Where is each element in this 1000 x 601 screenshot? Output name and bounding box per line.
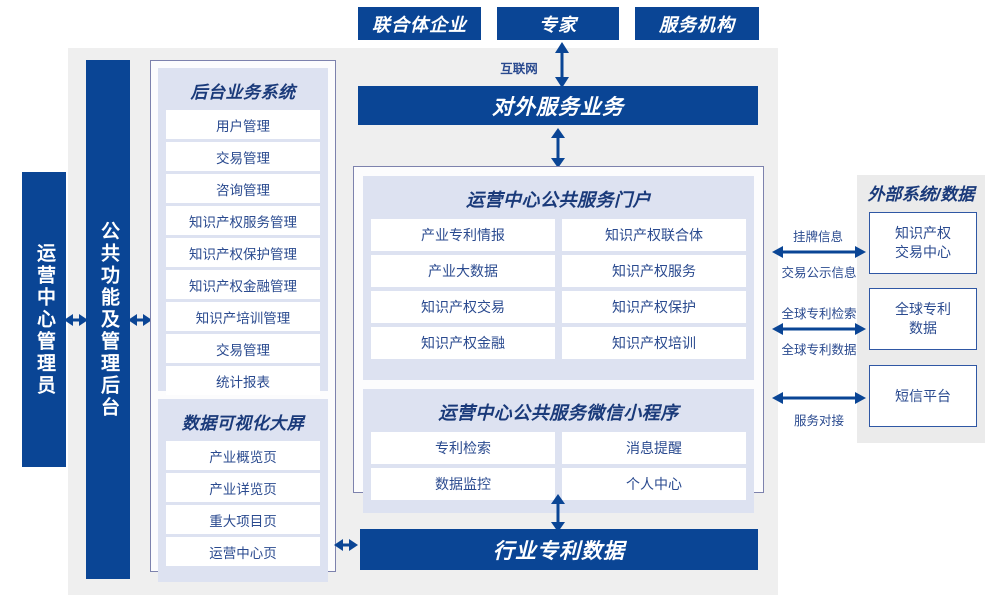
left-bar-label: 公共功能及管理后台 bbox=[97, 220, 119, 419]
backend-item[interactable]: 交易管理 bbox=[166, 334, 320, 363]
dashboard-item[interactable]: 产业概览页 bbox=[166, 441, 320, 470]
backend-item[interactable]: 用户管理 bbox=[166, 110, 320, 139]
portal-item[interactable]: 知识产权联合体 bbox=[562, 219, 746, 251]
backend-systems-container: 后台业务系统 用户管理 交易管理 咨询管理 知识产权服务管理 知识产权保护管理 … bbox=[150, 60, 336, 582]
external-box-label: 全球专利数据 bbox=[895, 301, 951, 336]
wechat-miniprogram-panel: 运营中心公共服务微信小程序 专利检索 消息提醒 数据监控 个人中心 bbox=[363, 389, 754, 513]
portal-item[interactable]: 知识产权金融 bbox=[371, 327, 555, 359]
miniprogram-item-grid: 专利检索 消息提醒 数据监控 个人中心 bbox=[371, 432, 746, 500]
backend-item[interactable]: 交易管理 bbox=[166, 142, 320, 171]
portal-item[interactable]: 知识产权培训 bbox=[562, 327, 746, 359]
external-box-label: 知识产权交易中心 bbox=[895, 225, 951, 260]
miniprogram-item[interactable]: 消息提醒 bbox=[562, 432, 746, 464]
external-box-label: 短信平台 bbox=[895, 387, 951, 404]
miniprogram-item[interactable]: 数据监控 bbox=[371, 468, 555, 500]
connector-label-listing-info: 挂牌信息 bbox=[792, 230, 843, 244]
portal-item[interactable]: 产业专利情报 bbox=[371, 219, 555, 251]
connector-label-global-patent-data: 全球专利数据 bbox=[781, 343, 857, 357]
backend-item[interactable]: 统计报表 bbox=[166, 366, 320, 395]
miniprogram-item[interactable]: 专利检索 bbox=[371, 432, 555, 464]
backend-item[interactable]: 知识产权服务管理 bbox=[166, 206, 320, 235]
industry-patent-data-bar[interactable]: 行业专利数据 bbox=[360, 529, 758, 570]
portal-item[interactable]: 知识产权交易 bbox=[371, 291, 555, 323]
service-to-portal-arrow bbox=[547, 128, 569, 168]
miniprogram-item[interactable]: 个人中心 bbox=[562, 468, 746, 500]
external-box-global-patent-data[interactable]: 全球专利数据 bbox=[869, 288, 977, 350]
backend-panel-title: 后台业务系统 bbox=[190, 83, 296, 102]
backend-item[interactable]: 知识产权金融管理 bbox=[166, 270, 320, 299]
portal-item[interactable]: 产业大数据 bbox=[371, 255, 555, 287]
internet-arrow bbox=[551, 42, 573, 88]
portal-item-grid: 产业专利情报 知识产权联合体 产业大数据 知识产权服务 知识产权交易 知识产权保… bbox=[371, 219, 746, 359]
industry-patent-data-label: 行业专利数据 bbox=[493, 539, 625, 563]
backend-business-panel: 后台业务系统 用户管理 交易管理 咨询管理 知识产权服务管理 知识产权保护管理 … bbox=[158, 68, 328, 395]
public-service-portal-panel: 运营中心公共服务门户 产业专利情报 知识产权联合体 产业大数据 知识产权服务 知… bbox=[363, 176, 754, 380]
dashboard-item[interactable]: 重大项目页 bbox=[166, 505, 320, 534]
left-bar-common-functions[interactable]: 公共功能及管理后台 bbox=[86, 60, 130, 579]
dashboard-item[interactable]: 产业详览页 bbox=[166, 473, 320, 502]
top-actor-label: 专家 bbox=[539, 14, 577, 35]
external-service-label: 对外服务业务 bbox=[492, 95, 624, 119]
portal-to-data-arrow bbox=[547, 494, 569, 532]
internet-label: 互联网 bbox=[500, 62, 538, 76]
backend-item[interactable]: 知识产培训管理 bbox=[166, 302, 320, 331]
connector-label-global-patent-search: 全球专利检索 bbox=[781, 307, 857, 321]
external-connector-arrow-1 bbox=[772, 243, 866, 261]
backend-link-arrow bbox=[128, 310, 152, 330]
dashboard-item[interactable]: 运营中心页 bbox=[166, 537, 320, 566]
top-actor-label: 服务机构 bbox=[659, 14, 735, 35]
data-visualization-panel: 数据可视化大屏 产业概览页 产业详览页 重大项目页 运营中心页 bbox=[158, 399, 328, 582]
top-actor-box-1[interactable]: 专家 bbox=[497, 7, 619, 40]
backend-item[interactable]: 知识产权保护管理 bbox=[166, 238, 320, 267]
external-box-ip-exchange[interactable]: 知识产权交易中心 bbox=[869, 212, 977, 274]
left-bar-label: 运营中心管理员 bbox=[33, 242, 55, 397]
external-box-sms-platform[interactable]: 短信平台 bbox=[869, 365, 977, 427]
external-systems-title: 外部系统/数据 bbox=[867, 185, 975, 204]
dashboard-to-data-arrow bbox=[334, 535, 358, 555]
top-actor-label: 联合体企业 bbox=[372, 14, 467, 35]
external-service-bar[interactable]: 对外服务业务 bbox=[358, 86, 758, 125]
public-service-container: 运营中心公共服务门户 产业专利情报 知识产权联合体 产业大数据 知识产权服务 知… bbox=[353, 166, 764, 513]
external-connector-arrow-3 bbox=[772, 389, 866, 407]
backend-item[interactable]: 咨询管理 bbox=[166, 174, 320, 203]
admin-to-backend-arrow bbox=[64, 310, 88, 330]
top-actor-box-0[interactable]: 联合体企业 bbox=[358, 7, 481, 40]
connector-label-service-docking: 服务对接 bbox=[793, 414, 844, 428]
portal-item[interactable]: 知识产权服务 bbox=[562, 255, 746, 287]
miniprogram-panel-title: 运营中心公共服务微信小程序 bbox=[438, 403, 679, 423]
connector-label-trade-public-info: 交易公示信息 bbox=[781, 266, 857, 280]
top-actor-box-2[interactable]: 服务机构 bbox=[635, 7, 759, 40]
left-bar-operations-admin[interactable]: 运营中心管理员 bbox=[22, 172, 66, 467]
portal-item[interactable]: 知识产权保护 bbox=[562, 291, 746, 323]
portal-panel-title: 运营中心公共服务门户 bbox=[466, 190, 651, 210]
external-connector-arrow-2 bbox=[772, 320, 866, 338]
dashboard-panel-title: 数据可视化大屏 bbox=[181, 414, 305, 433]
